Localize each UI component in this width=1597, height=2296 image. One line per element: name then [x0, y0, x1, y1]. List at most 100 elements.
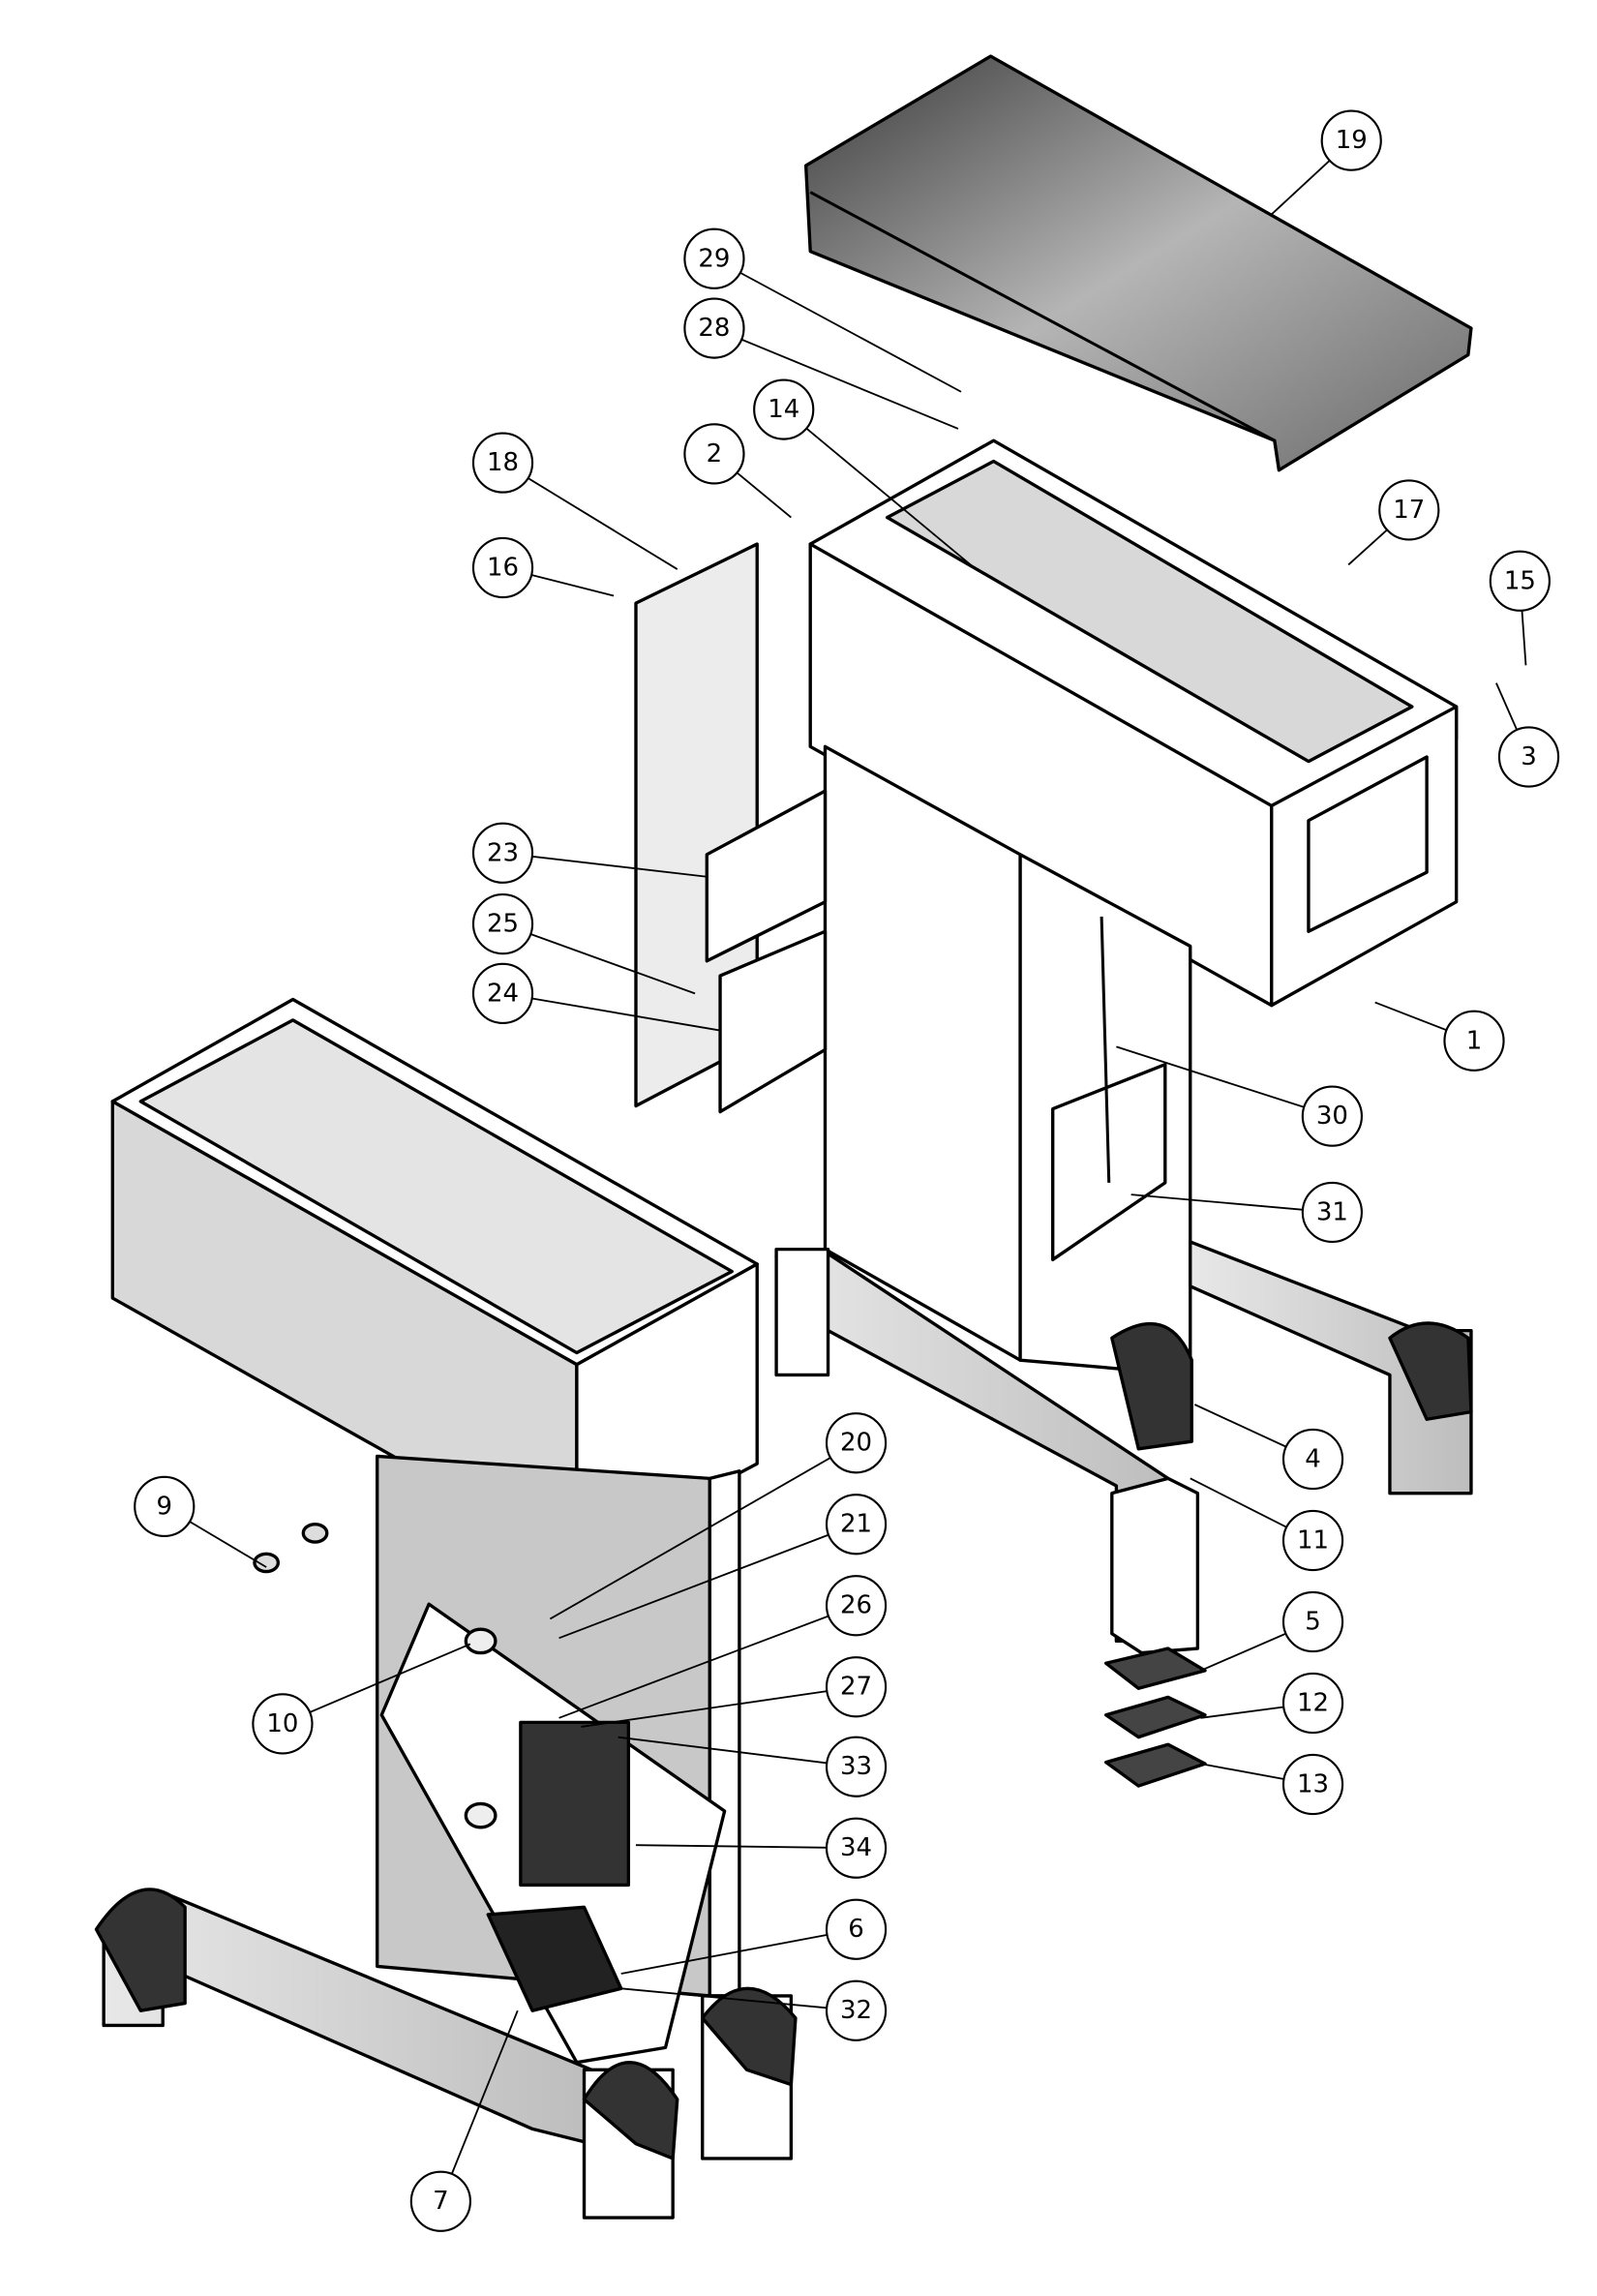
callout-29: 29: [683, 227, 745, 289]
leader-line: [502, 462, 678, 570]
callout-number: 1: [1466, 1026, 1483, 1055]
callout-circle: [825, 1494, 888, 1556]
callout-21: 21: [825, 1494, 888, 1556]
callout-circle: [683, 423, 745, 485]
upper-box-right: [808, 438, 1459, 1008]
callout-circle: [825, 1656, 888, 1718]
callout-circle: [1301, 1181, 1363, 1244]
leader-line: [282, 1643, 471, 1725]
leader-line: [502, 992, 721, 1032]
callout-number: 28: [698, 314, 730, 343]
callout-number: 24: [487, 979, 519, 1008]
callout-number: 15: [1504, 566, 1536, 595]
callout-number: 30: [1316, 1102, 1348, 1131]
leader-line: [558, 1523, 857, 1640]
callout-circle: [1497, 726, 1560, 788]
callout-number: 27: [840, 1673, 872, 1702]
callout-circle: [1378, 479, 1440, 541]
callout-number: 12: [1297, 1689, 1329, 1718]
callout-28: 28: [683, 297, 745, 359]
callout-number: 23: [487, 838, 519, 867]
callout-circle: [825, 1575, 888, 1637]
callout-number: 34: [840, 1833, 872, 1862]
leader-line: [1130, 1193, 1333, 1214]
callout-number: 21: [840, 1510, 872, 1539]
callout-circle: [1489, 550, 1551, 612]
callout-number: 3: [1521, 742, 1537, 771]
callout-2: 2: [683, 423, 745, 485]
callout-number: 10: [266, 1709, 298, 1738]
callout-circle: [825, 1412, 888, 1474]
callout-circle: [1443, 1010, 1505, 1072]
callout-11: 11: [1281, 1509, 1344, 1572]
callout-31: 31: [1301, 1181, 1363, 1244]
leader-line: [1116, 1045, 1333, 1118]
callout-20: 20: [825, 1412, 888, 1474]
leader-line: [502, 922, 696, 995]
callout-number: 32: [840, 1996, 872, 2025]
callout-23: 23: [471, 822, 534, 884]
lower-assembly: [94, 997, 798, 2220]
callout-26: 26: [825, 1575, 888, 1637]
callout-circle: [1281, 1590, 1344, 1653]
callout-number: 7: [433, 2187, 449, 2216]
callout-circle: [1281, 1753, 1344, 1816]
callout-17: 17: [1378, 479, 1440, 541]
callout-number: 5: [1305, 1608, 1321, 1637]
callout-number: 11: [1297, 1526, 1329, 1556]
callout-24: 24: [471, 962, 534, 1025]
leader-line: [549, 1441, 858, 1620]
callout-25: 25: [471, 892, 534, 955]
callout-circle: [1301, 1085, 1363, 1147]
callout-number: 18: [487, 448, 519, 477]
leader-line: [618, 1736, 857, 1768]
callout-number: 6: [848, 1915, 864, 1944]
leader-line: [502, 852, 708, 878]
leader-line: [713, 327, 959, 430]
callout-circle: [471, 432, 534, 494]
callout-3: 3: [1497, 726, 1560, 788]
callout-16: 16: [471, 536, 534, 599]
callout-1: 1: [1443, 1010, 1505, 1072]
top-cover: [803, 54, 1473, 472]
callout-number: 4: [1305, 1445, 1321, 1474]
callout-circle: [252, 1693, 314, 1755]
callout-7: 7: [409, 2170, 471, 2232]
callout-circle: [471, 962, 534, 1025]
callout-15: 15: [1489, 550, 1551, 612]
leader-line: [635, 1844, 857, 1850]
leader-line: [620, 1987, 857, 2012]
column-right: [774, 744, 1473, 1788]
callout-33: 33: [825, 1736, 888, 1798]
leader-line: [713, 257, 962, 393]
callout-number: 29: [698, 244, 730, 273]
leader-line: [620, 1928, 857, 1975]
callouts: 1929281421816171532325241303141151213910…: [134, 109, 1560, 2232]
side-panel: [634, 542, 828, 1114]
callout-circle: [409, 2170, 471, 2232]
callout-18: 18: [471, 432, 534, 494]
callout-circle: [471, 536, 534, 599]
callout-number: 19: [1336, 126, 1368, 155]
callout-circle: [134, 1475, 196, 1538]
callout-circle: [825, 1898, 888, 1960]
leader-line: [581, 1685, 857, 1728]
callout-13: 13: [1281, 1753, 1344, 1816]
callout-10: 10: [252, 1693, 314, 1755]
callout-number: 25: [487, 910, 519, 939]
callout-30: 30: [1301, 1085, 1363, 1147]
callout-number: 26: [840, 1591, 872, 1620]
callout-number: 20: [840, 1429, 872, 1458]
callout-circle: [471, 892, 534, 955]
callout-number: 31: [1316, 1197, 1348, 1226]
callout-number: 17: [1393, 496, 1425, 525]
callout-number: 13: [1297, 1770, 1329, 1799]
callout-6: 6: [825, 1898, 888, 1960]
callout-5: 5: [1281, 1590, 1344, 1653]
leader-line: [558, 1604, 857, 1719]
callout-4: 4: [1281, 1428, 1344, 1491]
callout-circle: [825, 1979, 888, 2041]
callout-number: 9: [157, 1492, 173, 1521]
callout-circle: [825, 1736, 888, 1798]
leader-lines: [164, 139, 1530, 2202]
